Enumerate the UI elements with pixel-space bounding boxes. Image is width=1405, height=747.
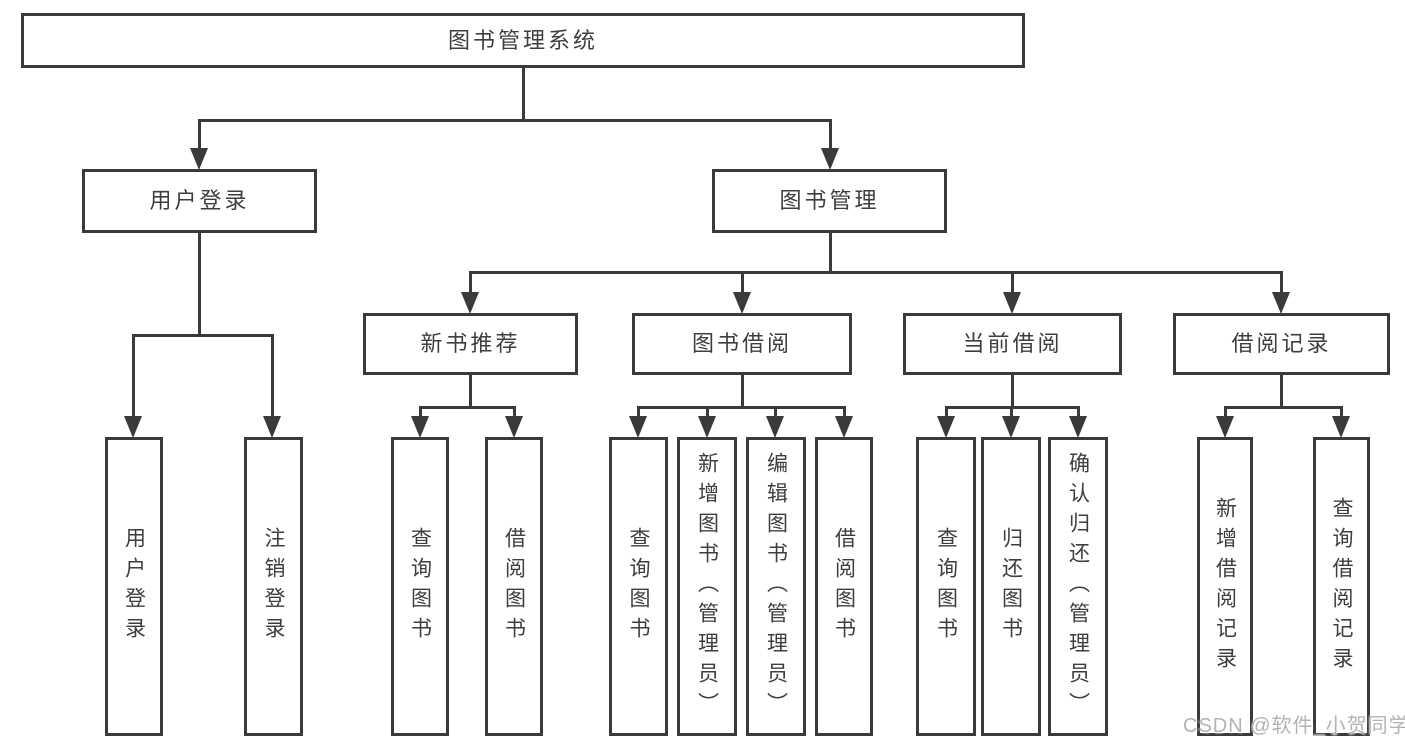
- connector-arrow-stem: [1279, 272, 1283, 299]
- node-borrow-books-borrow: 借阅图书: [815, 437, 873, 736]
- connector-arrow-stem: [828, 120, 832, 155]
- arrowhead-down-icon: [821, 148, 839, 170]
- node-label-new-book-recommend: 新书推荐: [420, 331, 521, 356]
- arrowhead-down-icon: [629, 416, 647, 438]
- connector-arrow-stem: [1009, 407, 1013, 423]
- connector-arrow-stem: [944, 407, 948, 423]
- node-query-books-recommend: 查询图书: [391, 437, 449, 736]
- connector-arrow-stem: [131, 335, 135, 423]
- arrowhead-down-icon: [835, 416, 853, 438]
- node-book-mgmt: 图书管理: [712, 169, 947, 233]
- connector-arrow-stem: [270, 335, 274, 423]
- connector-trunk-book-borrow: [740, 375, 744, 409]
- arrowhead-down-icon: [461, 292, 479, 314]
- arrowhead-down-icon: [263, 416, 281, 438]
- connector-arrow-stem: [512, 407, 516, 423]
- node-label-add-borrow-record: 新增借阅记录: [1213, 496, 1237, 677]
- connector-arrow-stem: [740, 272, 744, 299]
- node-login-module: 用户登录: [82, 169, 317, 233]
- arrowhead-down-icon: [1216, 416, 1234, 438]
- arrowhead-down-icon: [1272, 292, 1290, 314]
- node-label-query-books-current: 查询图书: [934, 526, 958, 647]
- node-user-login: 用户登录: [105, 437, 163, 736]
- node-current-borrow: 当前借阅: [903, 313, 1122, 375]
- connector-trunk-borrow-records: [1279, 375, 1283, 409]
- connector-arrow-stem: [1339, 407, 1343, 423]
- arrowhead-down-icon: [1002, 416, 1020, 438]
- node-confirm-return-admin: 确认归还（管理员）: [1048, 437, 1108, 736]
- arrowhead-down-icon: [937, 416, 955, 438]
- node-return-books: 归还图书: [981, 437, 1041, 736]
- node-label-query-books-borrow: 查询图书: [627, 526, 650, 647]
- node-borrow-records: 借阅记录: [1173, 313, 1390, 375]
- connector-branch-book-mgmt: [468, 270, 1283, 274]
- node-label-book-borrow: 图书借阅: [691, 331, 792, 356]
- connector-branch-root: [197, 118, 832, 122]
- arrowhead-down-icon: [190, 148, 208, 170]
- node-logout: 注销登录: [244, 437, 303, 736]
- connector-arrow-stem: [418, 407, 422, 423]
- connector-trunk-root: [521, 68, 525, 122]
- node-label-borrow-books-borrow: 借阅图书: [832, 526, 856, 647]
- node-label-confirm-return-admin: 确认归还（管理员）: [1066, 451, 1090, 722]
- arrowhead-down-icon: [505, 416, 523, 438]
- connector-arrow-stem: [705, 407, 709, 423]
- connector-trunk-book-mgmt: [828, 233, 832, 274]
- connector-arrow-stem: [773, 407, 777, 423]
- node-label-borrow-records: 借阅记录: [1231, 331, 1332, 356]
- node-root: 图书管理系统: [21, 13, 1025, 68]
- node-label-login-module: 用户登录: [149, 188, 250, 213]
- node-label-book-mgmt: 图书管理: [779, 188, 880, 213]
- node-query-books-borrow: 查询图书: [609, 437, 668, 736]
- arrowhead-down-icon: [1332, 416, 1350, 438]
- connector-branch-login-module: [131, 333, 274, 337]
- node-add-books-admin: 新增图书（管理员）: [677, 437, 737, 736]
- connector-arrow-stem: [197, 120, 201, 155]
- node-borrow-books-recommend: 借阅图书: [485, 437, 543, 736]
- node-add-borrow-record: 新增借阅记录: [1197, 437, 1253, 736]
- arrowhead-down-icon: [698, 416, 716, 438]
- connector-arrow-stem: [468, 272, 472, 299]
- node-book-borrow: 图书借阅: [632, 313, 852, 375]
- arrowhead-down-icon: [766, 416, 784, 438]
- node-query-borrow-record: 查询借阅记录: [1313, 437, 1370, 736]
- arrowhead-down-icon: [411, 416, 429, 438]
- connector-arrow-stem: [1223, 407, 1227, 423]
- connector-arrow-stem: [636, 407, 640, 423]
- arrowhead-down-icon: [733, 292, 751, 314]
- node-label-user-login: 用户登录: [122, 526, 146, 647]
- connector-branch-new-book-recommend: [418, 405, 516, 409]
- connector-arrow-stem: [842, 407, 846, 423]
- connector-trunk-login-module: [197, 233, 201, 337]
- node-label-query-borrow-record: 查询借阅记录: [1330, 496, 1353, 677]
- connector-branch-borrow-records: [1223, 405, 1343, 409]
- connector-arrow-stem: [1010, 272, 1014, 299]
- node-edit-books-admin: 编辑图书（管理员）: [746, 437, 806, 736]
- node-label-current-borrow: 当前借阅: [962, 331, 1063, 356]
- node-new-book-recommend: 新书推荐: [363, 313, 578, 375]
- node-label-edit-books-admin: 编辑图书（管理员）: [764, 451, 788, 722]
- arrowhead-down-icon: [124, 416, 142, 438]
- node-label-borrow-books-recommend: 借阅图书: [502, 526, 526, 647]
- watermark: CSDN @软件_小贺同学: [1183, 715, 1405, 737]
- node-label-add-books-admin: 新增图书（管理员）: [695, 451, 719, 722]
- node-label-query-books-recommend: 查询图书: [408, 526, 432, 647]
- connector-trunk-new-book-recommend: [468, 375, 472, 409]
- arrowhead-down-icon: [1003, 292, 1021, 314]
- node-label-root: 图书管理系统: [447, 27, 598, 53]
- connector-trunk-current-borrow: [1010, 375, 1014, 409]
- node-query-books-current: 查询图书: [916, 437, 976, 736]
- node-label-return-books: 归还图书: [999, 526, 1023, 647]
- arrowhead-down-icon: [1069, 416, 1087, 438]
- connector-arrow-stem: [1076, 407, 1080, 423]
- connector-branch-book-borrow: [636, 405, 846, 409]
- node-label-logout: 注销登录: [262, 526, 285, 647]
